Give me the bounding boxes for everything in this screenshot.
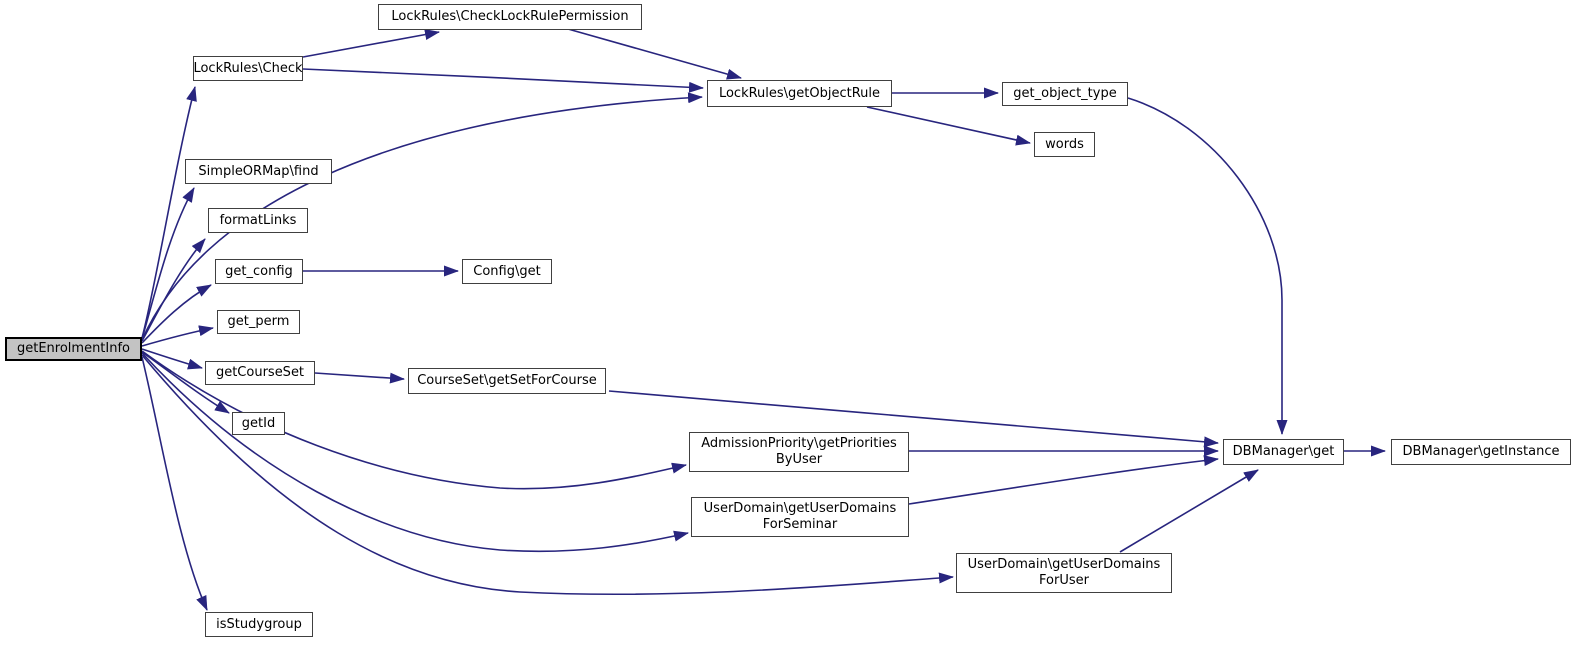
- node-label: getCourseSet: [215, 365, 305, 380]
- node-label: UserDomain\getUserDomains: [967, 557, 1161, 572]
- node-words[interactable]: words: [1034, 132, 1095, 157]
- node-label: UserDomain\getUserDomains: [703, 501, 897, 516]
- node-get-perm[interactable]: get_perm: [217, 310, 300, 334]
- node-label: DBManager\getInstance: [1402, 444, 1560, 459]
- edge-getenrolmentinfo-to-getid: [141, 351, 230, 414]
- edge-getenrolmentinfo-to-get-config: [141, 284, 212, 344]
- edge-userdomain-getuserdomainsforseminar-to-dbmanager-get: [908, 455, 1219, 505]
- node-label: ForUser: [1039, 573, 1089, 588]
- node-getcourseset[interactable]: getCourseSet: [205, 361, 315, 385]
- node-isstudygroup[interactable]: isStudygroup: [205, 612, 313, 637]
- edge-lockrules-checklockrulepermission-to-lockrules-getobjectrule: [567, 28, 742, 80]
- node-get-config[interactable]: get_config: [215, 259, 303, 284]
- node-label: LockRules\getObjectRule: [718, 85, 881, 101]
- node-label: words: [1045, 136, 1084, 152]
- node-label: getEnrolmentInfo: [16, 341, 131, 356]
- node-label: CourseSet\getSetForCourse: [417, 373, 597, 388]
- edge-getenrolmentinfo-to-isstudygroup: [141, 356, 208, 611]
- node-formatlinks[interactable]: formatLinks: [208, 208, 308, 233]
- edge-userdomain-getuserdomainsforuser-to-dbmanager-get: [1119, 469, 1259, 553]
- edge-getcourseset-to-courseset-getsetforcourse: [314, 372, 405, 384]
- node-label: SimpleORMap\find: [198, 163, 319, 179]
- node-lockrules-checklockrulepermission[interactable]: LockRules\CheckLockRulePermission: [378, 4, 642, 30]
- node-getenrolmentinfo[interactable]: getEnrolmentInfo: [5, 337, 142, 361]
- node-label: getId: [241, 415, 276, 431]
- node-courseset-getsetforcourse[interactable]: CourseSet\getSetForCourse: [408, 368, 606, 394]
- node-lockrules-getobjectrule[interactable]: LockRules\getObjectRule: [707, 80, 892, 107]
- edge-lockrules-check-to-lockrules-checklockrulepermission: [302, 29, 440, 58]
- node-label: formatLinks: [219, 212, 297, 228]
- edge-lockrules-check-to-lockrules-getobjectrule: [302, 68, 704, 93]
- node-label: DBManager\get: [1232, 444, 1335, 459]
- edge-get-object-type-to-dbmanager-get: [1127, 97, 1288, 435]
- edge-getenrolmentinfo-to-getcourseset: [141, 348, 203, 370]
- edge-getenrolmentinfo-to-lockrules-check: [141, 86, 197, 339]
- edge-getenrolmentinfo-to-userdomain-getuserdomainsforseminar: [141, 352, 689, 553]
- node-label: LockRules\CheckLockRulePermission: [391, 9, 629, 24]
- node-label: get_config: [225, 263, 293, 279]
- node-simpleormap-find[interactable]: SimpleORMap\find: [185, 159, 332, 184]
- node-getid[interactable]: getId: [232, 412, 285, 435]
- node-get-object-type[interactable]: get_object_type: [1002, 82, 1128, 106]
- edge-getenrolmentinfo-to-formatlinks: [141, 238, 206, 342]
- node-label: get_perm: [227, 314, 290, 329]
- node-config-get[interactable]: Config\get: [462, 259, 552, 284]
- node-lockrules-check[interactable]: LockRules\Check: [193, 56, 303, 81]
- node-dbmanager-get[interactable]: DBManager\get: [1223, 439, 1344, 465]
- edge-getenrolmentinfo-to-get-perm: [141, 325, 214, 347]
- node-label: AdmissionPriority\getPriorities: [701, 436, 897, 451]
- node-label: LockRules\Check: [193, 60, 303, 76]
- edge-getenrolmentinfo-to-simpleormap-find: [141, 187, 195, 340]
- node-label: ByUser: [775, 452, 823, 467]
- node-label: Config\get: [473, 263, 541, 279]
- edge-getenrolmentinfo-to-userdomain-getuserdomainsforuser: [141, 354, 954, 596]
- edge-getenrolmentinfo-to-admissionpriority-getprioritiesbyuser: [141, 350, 687, 490]
- edge-lockrules-getobjectrule-to-words: [866, 106, 1031, 146]
- node-label: get_object_type: [1013, 86, 1117, 101]
- node-label: ForSeminar: [762, 517, 838, 532]
- node-dbmanager-getinstance[interactable]: DBManager\getInstance: [1391, 439, 1571, 465]
- node-label: isStudygroup: [216, 616, 302, 632]
- edge-courseset-getsetforcourse-to-dbmanager-get: [608, 390, 1219, 448]
